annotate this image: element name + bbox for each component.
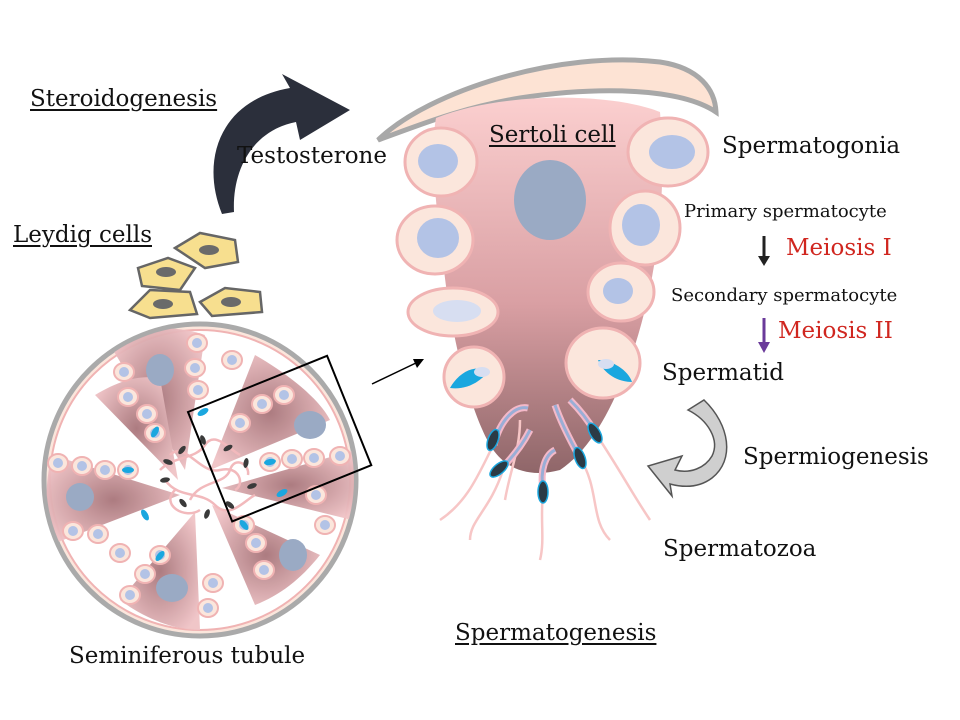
steroidogenesis-label: Steroidogenesis: [30, 86, 218, 112]
spermiogenesis-label: Spermiogenesis: [743, 444, 929, 470]
spermatogonium-right: [626, 116, 710, 188]
meiosis-1-label: Meiosis I: [786, 235, 892, 261]
primary-spermatocyte-label: Primary spermatocyte: [684, 201, 887, 222]
spermatid-left: [442, 345, 506, 409]
curved-hollow-arrow-icon: [646, 399, 728, 499]
meiosis-1-arrow: [758, 236, 770, 266]
testosterone-label: Testosterone: [237, 143, 387, 169]
spermatozoa-label: Spermatozoa: [663, 536, 817, 562]
seminiferous-tubule-cross-section: [41, 321, 359, 639]
curved-arrow-icon: [213, 74, 350, 214]
elongating-spermatids: [486, 397, 603, 504]
secondary-spermatocyte-label: Secondary spermatocyte: [671, 285, 898, 306]
zoom-pointer-arrow: [371, 359, 424, 385]
primary-spermatocyte-left: [395, 204, 475, 276]
leydig-cells-label: Leydig cells: [13, 222, 152, 248]
spermatogonia-label: Spermatogonia: [722, 133, 901, 159]
sertoli-cell-label: Sertoli cell: [489, 122, 616, 148]
zoom-region-box: [186, 354, 373, 523]
spermatogonium-left: [403, 126, 479, 198]
seminiferous-tubule-label: Seminiferous tubule: [69, 643, 306, 669]
meiosis-2-label: Meiosis II: [778, 318, 893, 344]
sertoli-nucleus: [514, 160, 586, 240]
meiosis-2-arrow: [758, 318, 770, 353]
spermatozoa-group: [439, 419, 652, 561]
spermatogenesis-label: Spermatogenesis: [455, 620, 657, 646]
secondary-spermatocyte-right: [586, 261, 656, 323]
leydig-cells: [127, 231, 264, 320]
primary-spermatocyte-right: [608, 189, 682, 267]
spermatid-right: [564, 326, 642, 400]
spermatid-label: Spermatid: [662, 360, 784, 386]
secondary-spermatocyte-left: [406, 286, 500, 338]
